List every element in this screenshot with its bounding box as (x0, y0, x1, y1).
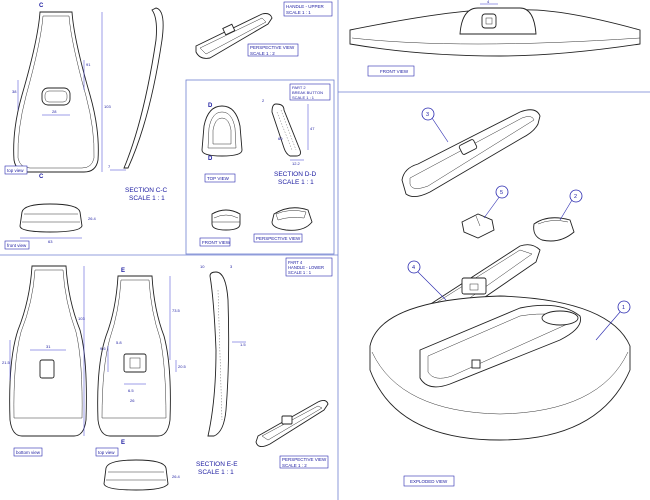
section-c-scale: SCALE 1 : 1 (129, 195, 165, 202)
callout-2-circle (569, 189, 583, 203)
section-d-marker-top: D (208, 103, 213, 109)
handle-lower-front-view (103, 459, 169, 491)
section-e-scale: SCALE 1 : 1 (198, 469, 234, 476)
front-view-label: front view (7, 243, 27, 248)
break-top-view-label: TOP VIEW (207, 176, 230, 181)
section-e-title: SECTION E-E (196, 461, 238, 468)
break-front-view-label: FRONT VIEW (202, 240, 231, 245)
dim-lower-1-5: 1.5 (240, 342, 246, 347)
assembly-front-view (349, 3, 641, 57)
section-c-title: SECTION C-C (125, 187, 168, 194)
callout-1-circle (617, 300, 631, 314)
upper-persp-label: PERSPECTIVE VIEW (250, 45, 295, 50)
dim-lower-103: 103 (78, 316, 85, 321)
handle-upper-perspective (195, 13, 273, 59)
part4-scale: SCALE 1 : 1 (288, 270, 312, 275)
section-c-marker-top: C (39, 3, 44, 9)
break-button-perspective (271, 207, 313, 231)
handle-upper-top-view (13, 11, 103, 173)
dim-lower-26-4: 26.4 (172, 474, 181, 479)
assembly-front-view-label: FRONT VIEW (380, 69, 409, 74)
section-e-e-profile (207, 271, 246, 437)
dim-26-4: 26.4 (88, 216, 97, 221)
section-d-title: SECTION D-D (274, 171, 317, 178)
dim-lower-31: 31 (46, 344, 51, 349)
dim-lower-3: 3 (230, 264, 233, 269)
dim-4: 4 (487, 0, 490, 4)
dim-38: 38 (12, 89, 17, 94)
dim-lower-21-5: 21.5 (2, 360, 11, 365)
part2-name: BREAK BUTTON (292, 90, 323, 95)
dim-lower-5-8: 5.8 (116, 340, 122, 345)
dim-lower-6-5: 6.5 (128, 388, 134, 393)
dim-12-2: 12.2 (292, 161, 301, 166)
dim-lower-9-6: 9.6 (100, 346, 106, 351)
dim-103: 103 (104, 104, 111, 109)
handle-upper-front-view (19, 203, 83, 239)
exploded-callout-leaders (407, 107, 631, 341)
exploded-part5-small-insert (461, 213, 495, 239)
handle-lower-bottom-view (9, 265, 87, 437)
dim-91: 91 (86, 62, 91, 67)
dim-lower-10: 10 (200, 264, 205, 269)
exploded-part1-base (369, 295, 631, 441)
dim-lower-73-5: 73.5 (172, 308, 181, 313)
dim-28: 28 (52, 109, 57, 114)
callout-4: 4 (412, 265, 415, 271)
handle-lower-perspective (255, 399, 329, 447)
callout-3: 3 (426, 112, 429, 118)
lower-top-view-label: top view (98, 450, 115, 455)
section-e-marker-bottom: E (121, 440, 125, 446)
break-button-front-view (211, 209, 241, 231)
bottom-view-label: bottom view (16, 450, 41, 455)
section-e-marker-top: E (121, 268, 125, 274)
part2-scale: SCALE 1 : 1 (292, 95, 315, 100)
part4-title: PART 4 (288, 260, 303, 265)
lower-persp-label: PERSPECTIVE VIEW (282, 457, 327, 462)
exploded-part2-break-button (533, 217, 575, 242)
part4-name: HANDLE - LOWER (288, 265, 324, 270)
section-c-c-profile (110, 7, 164, 171)
dim-lower-20-5: 20.5 (178, 364, 187, 369)
dim-7: 7 (108, 164, 111, 169)
break-persp-label: PERSPECTIVE VIEW (256, 236, 301, 241)
dim-63: 63 (48, 239, 53, 244)
dim-2: 2 (262, 98, 265, 103)
dim-lower-26: 26 (130, 398, 135, 403)
callout-2: 2 (574, 194, 577, 200)
callout-3-circle (421, 107, 435, 121)
handle-upper-title: HANDLE - UPPER (286, 4, 325, 9)
lower-persp-scale: SCALE 1 : 2 (282, 463, 307, 468)
exploded-part3-upper-handle (401, 109, 541, 197)
exploded-view-label: EXPLODED VIEW (410, 479, 448, 484)
handle-lower-top-view (97, 275, 177, 437)
top-view-label: top view (7, 168, 24, 173)
section-d-d-profile (271, 103, 309, 161)
callout-4-circle (407, 260, 421, 274)
dim-60: 60 (278, 136, 283, 141)
break-button-top-view (201, 105, 243, 157)
callout-1: 1 (622, 305, 625, 311)
upper-persp-scale: SCALE 1 : 2 (250, 51, 275, 56)
section-d-marker-bottom: D (208, 156, 213, 162)
section-c-marker-bottom: C (39, 174, 44, 180)
callout-5: 5 (500, 190, 503, 196)
dim-47: 47 (310, 126, 315, 131)
section-d-scale: SCALE 1 : 1 (278, 179, 314, 186)
handle-upper-scale: SCALE 1 : 1 (286, 10, 311, 15)
part2-title: PART 2 (292, 85, 306, 90)
callout-5-circle (495, 185, 509, 199)
